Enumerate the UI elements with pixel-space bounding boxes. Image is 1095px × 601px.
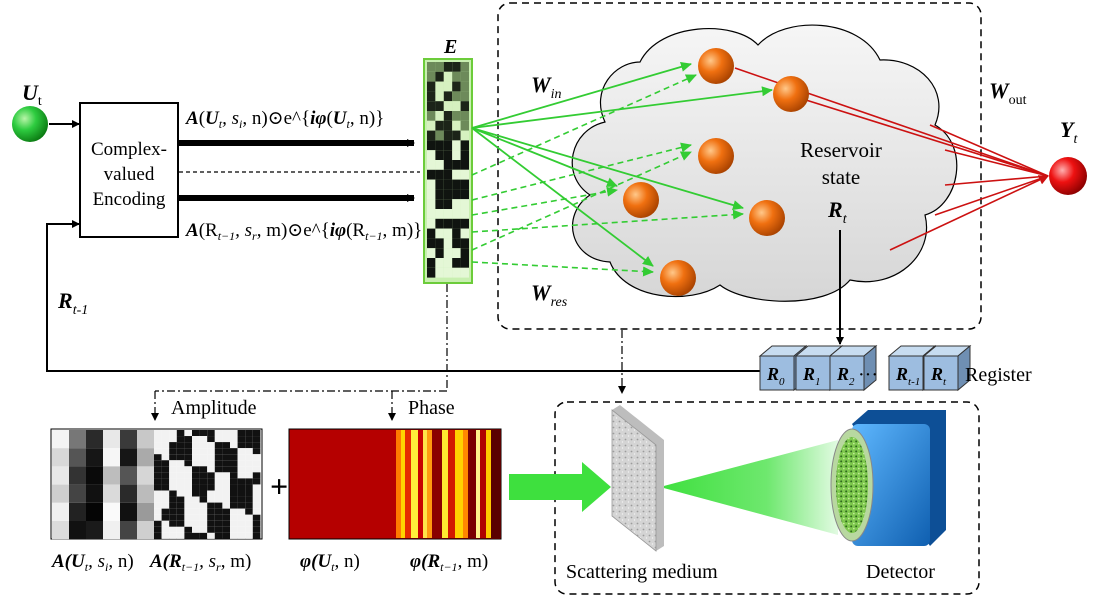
register-cell: R2 (828, 344, 878, 392)
w-out-label: Wout (989, 78, 1027, 108)
output-label: Yt (1060, 117, 1078, 147)
w-res-label: Wres (531, 280, 568, 310)
input-beam-arrow (509, 462, 611, 512)
phase-caption-reservoir: φ(Rt−1, m) (410, 551, 488, 574)
output-node (1049, 157, 1087, 195)
register-cell-label: R0 (766, 364, 785, 388)
reservoir-state-label-1: Reservoir (800, 138, 882, 162)
reservoir-node (660, 260, 696, 296)
register-cell-label: R2 (836, 364, 855, 388)
register-label: Register (965, 364, 1032, 386)
reservoir-node (698, 138, 734, 174)
reservoir-cloud (571, 24, 958, 302)
formula-reservoir-encoding: A(Rt−1, sr, m)⊙e^{iφ(Rt−1, m)} (185, 220, 422, 243)
amplitude-map (50, 428, 263, 540)
encoder-label-1: Complex- (91, 139, 167, 160)
amplitude-caption-reservoir: A(Rt−1, sr, m) (149, 551, 251, 574)
encoder-box (79, 102, 179, 238)
register-cell-label: R1 (802, 364, 821, 388)
phase-caption-input: φ(Ut, n) (300, 551, 360, 574)
phase-map (288, 428, 502, 540)
input-label: Ut (22, 80, 42, 109)
amplitude-caption-input: A(Ut, si, n) (51, 551, 134, 574)
encoder-label-2: valued (104, 164, 155, 185)
plus-sign: + (270, 468, 288, 504)
register-cell-label: Rt-1 (895, 364, 920, 388)
reservoir-state-label-2: state (822, 165, 860, 189)
reservoir-state-symbol: Rt (827, 197, 848, 227)
detector-label: Detector (866, 561, 935, 583)
register-cell: Rt (922, 344, 972, 392)
reservoir-node (698, 48, 734, 84)
feedback-loop (46, 220, 760, 372)
formula-input-encoding: A(Ut, si, n)⊙e^{iφ(Ut, n)} (185, 108, 384, 131)
scattering-medium-label: Scattering medium (566, 561, 718, 583)
input-node (12, 106, 48, 142)
w-in-label: Win (531, 72, 561, 102)
feedback-label: Rt-1 (57, 288, 88, 318)
register: R0 R1 R2 Rt-1 Rt (758, 344, 972, 392)
reservoir-node (773, 76, 809, 112)
phase-label: Phase (408, 397, 455, 419)
register-ellipsis: ··· (858, 364, 878, 386)
scattering-medium (611, 405, 664, 552)
amplitude-label: Amplitude (171, 397, 257, 419)
input-weight-arrows (471, 62, 773, 267)
scattered-light-beam (660, 440, 838, 535)
reservoir-box (497, 2, 982, 330)
reservoir-weight-arrows (471, 74, 744, 277)
encoder-label-3: Encoding (93, 189, 166, 210)
reservoir-node (749, 200, 785, 236)
reservoir-node (623, 182, 659, 218)
register-cell-label: Rt (930, 364, 947, 388)
detector (830, 410, 946, 546)
decomposition-lines (151, 284, 626, 421)
encoding-matrix-label: E (443, 36, 457, 58)
encoding-matrix (423, 58, 473, 284)
